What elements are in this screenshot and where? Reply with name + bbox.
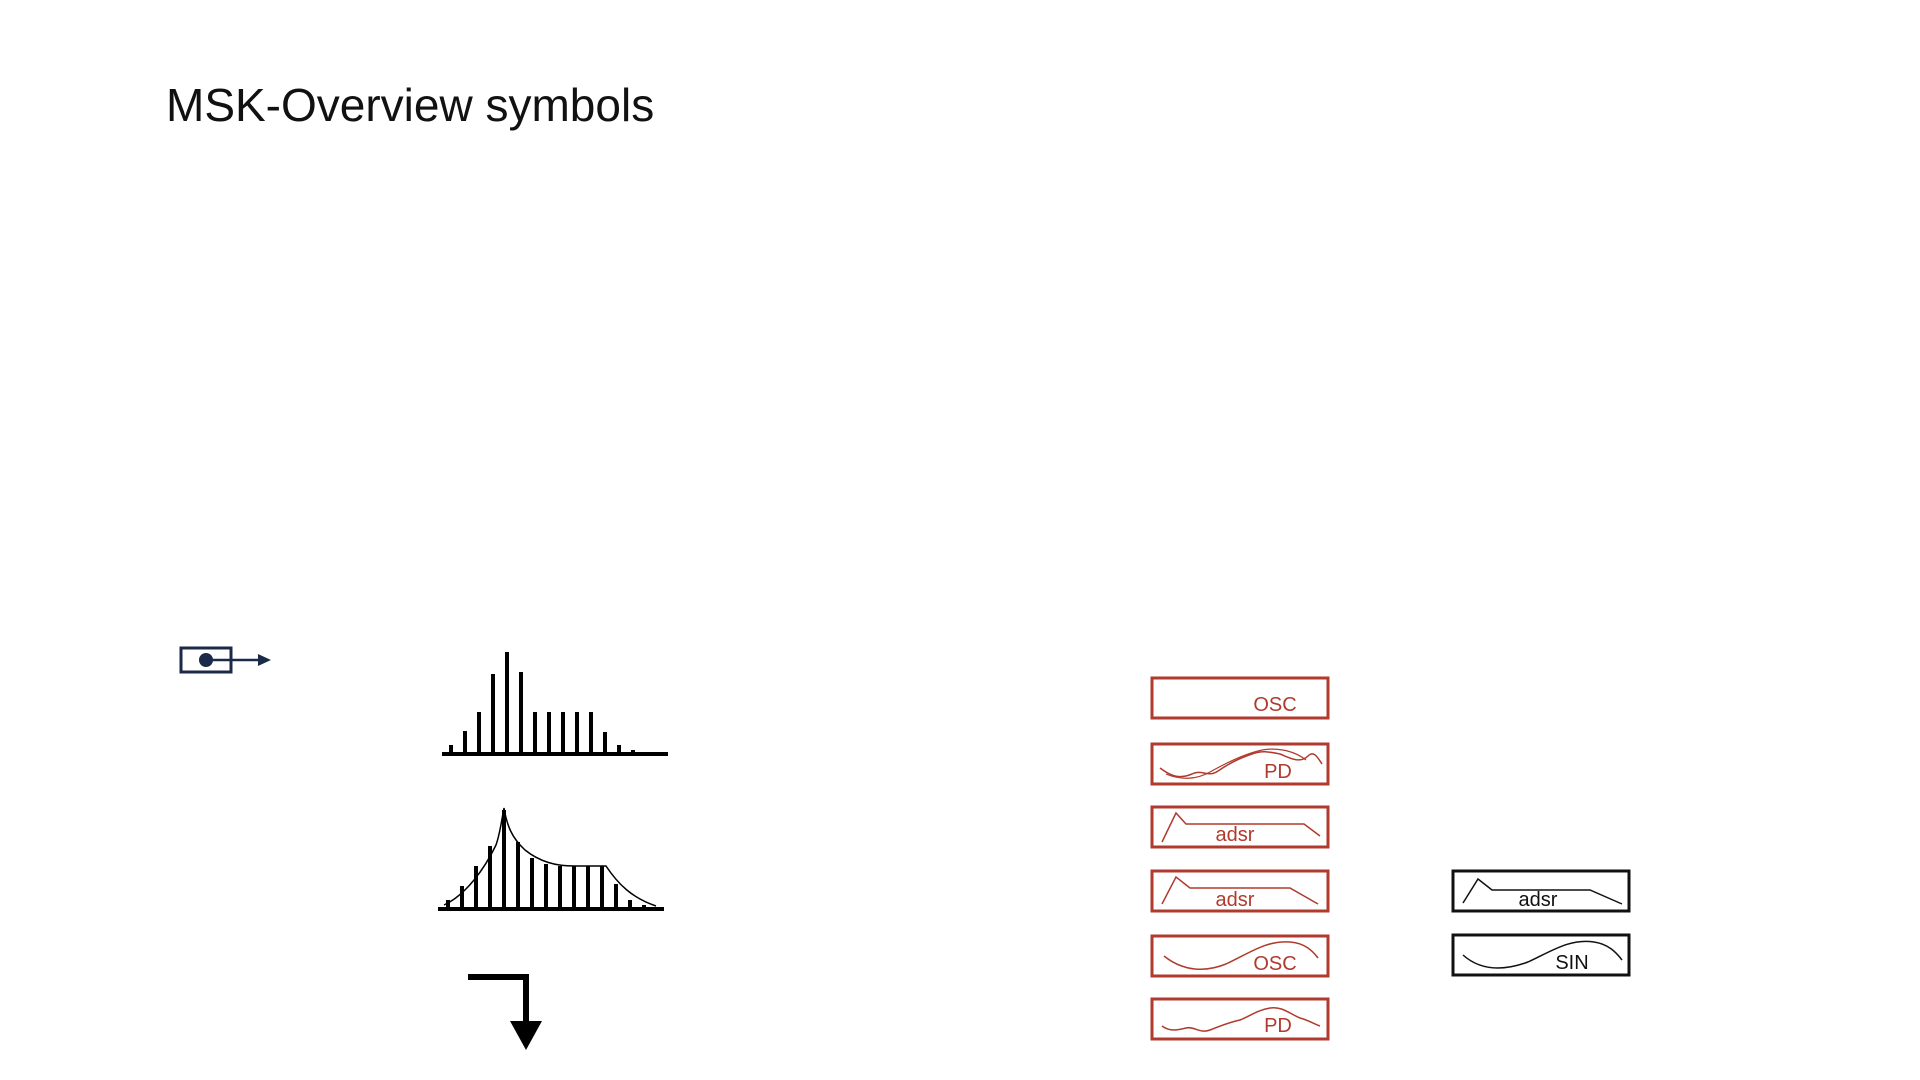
module-label: adsr xyxy=(1519,889,1558,911)
sine-wave-icon xyxy=(1163,941,1319,970)
module-adsr-2[interactable]: adsr xyxy=(1150,869,1330,913)
phase-distortion-wave-icon xyxy=(1159,750,1323,778)
phase-distortion-wave-icon xyxy=(1161,1006,1321,1032)
adsr-envelope-icon xyxy=(1161,875,1319,905)
page-title: MSK-Overview symbols xyxy=(166,79,655,131)
module-label: PD xyxy=(1264,1015,1292,1037)
adsr-envelope-icon xyxy=(1462,877,1623,905)
adsr-envelope-icon xyxy=(1161,811,1321,843)
module-adsr-black[interactable]: adsr xyxy=(1451,869,1631,913)
module-label: OSC xyxy=(1253,953,1296,975)
sine-wave-icon xyxy=(1462,940,1623,969)
module-pd[interactable]: PD xyxy=(1150,742,1330,786)
red-module-column: OSC PD adsr adsr OSC xyxy=(1150,676,1330,1041)
module-pd-2[interactable]: PD xyxy=(1150,997,1330,1041)
module-label: adsr xyxy=(1216,824,1255,846)
module-label: PD xyxy=(1264,761,1292,783)
harmonic-spectrum-icon xyxy=(442,652,668,756)
output-connector-icon xyxy=(179,646,271,674)
module-label: OSC xyxy=(1253,694,1296,716)
module-osc-sine[interactable]: OSC xyxy=(1150,934,1330,978)
module-label: adsr xyxy=(1216,889,1255,911)
black-module-column: adsr SIN xyxy=(1451,869,1631,977)
module-sin-black[interactable]: SIN xyxy=(1451,933,1631,977)
module-adsr-1[interactable]: adsr xyxy=(1150,805,1330,849)
spectrum-envelope-icon xyxy=(438,807,664,911)
down-flow-arrow-icon xyxy=(468,974,542,1050)
module-osc-blank[interactable]: OSC xyxy=(1150,676,1330,720)
module-label: SIN xyxy=(1555,952,1588,974)
